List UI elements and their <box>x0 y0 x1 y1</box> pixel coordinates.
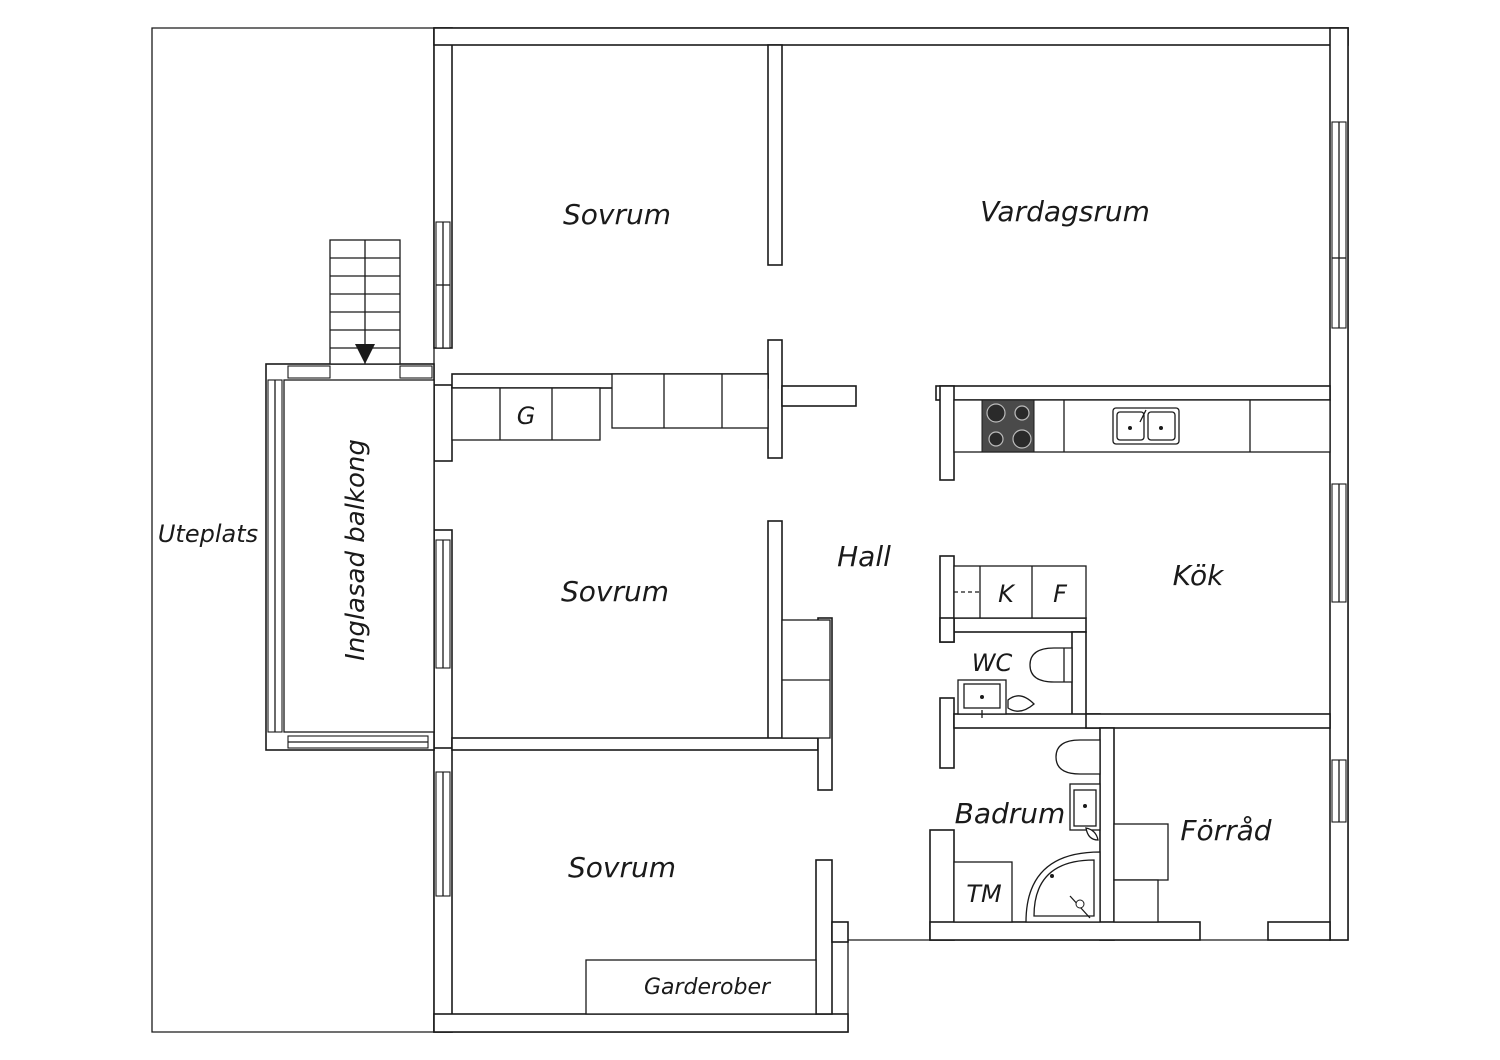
storage-shelves <box>1113 823 1169 923</box>
wardrobe-bottom <box>585 959 817 1015</box>
stair-arrow-icon <box>355 344 375 364</box>
fridge-freezer-block <box>953 565 1087 619</box>
label-sovrum-mid: Sovrum <box>561 575 669 608</box>
label-vardagsrum: Vardagsrum <box>980 195 1150 228</box>
patio-boundary <box>151 27 434 1033</box>
label-g: G <box>517 402 536 430</box>
label-forrad: Förråd <box>1180 814 1271 847</box>
windows <box>435 121 1347 897</box>
wardrobes-top <box>451 373 769 441</box>
label-badrum: Badrum <box>955 797 1066 830</box>
label-sovrum-bottom: Sovrum <box>568 851 676 884</box>
label-wc: WC <box>972 649 1013 677</box>
kitchen-counter <box>953 399 1331 453</box>
sink-icon <box>1112 407 1180 445</box>
bathroom-fixtures <box>953 739 1101 923</box>
label-garderober: Garderober <box>644 975 772 1000</box>
room-labels: Sovrum Vardagsrum G Uteplats Inglasad ba… <box>158 195 1272 1000</box>
label-tm: TM <box>966 880 1002 908</box>
label-hall: Hall <box>837 540 891 573</box>
label-k: K <box>998 580 1016 608</box>
label-uteplats: Uteplats <box>158 520 258 548</box>
wardrobes-hall <box>781 619 831 739</box>
wc-fixtures <box>957 647 1073 718</box>
staircase <box>329 239 401 365</box>
label-f: F <box>1053 580 1068 608</box>
label-sovrum-top: Sovrum <box>563 198 671 231</box>
label-balkong: Inglasad balkong <box>341 439 371 661</box>
label-kok: Kök <box>1173 559 1225 592</box>
glazed-balcony <box>265 363 435 751</box>
corner-bathtub-icon <box>1025 851 1101 923</box>
